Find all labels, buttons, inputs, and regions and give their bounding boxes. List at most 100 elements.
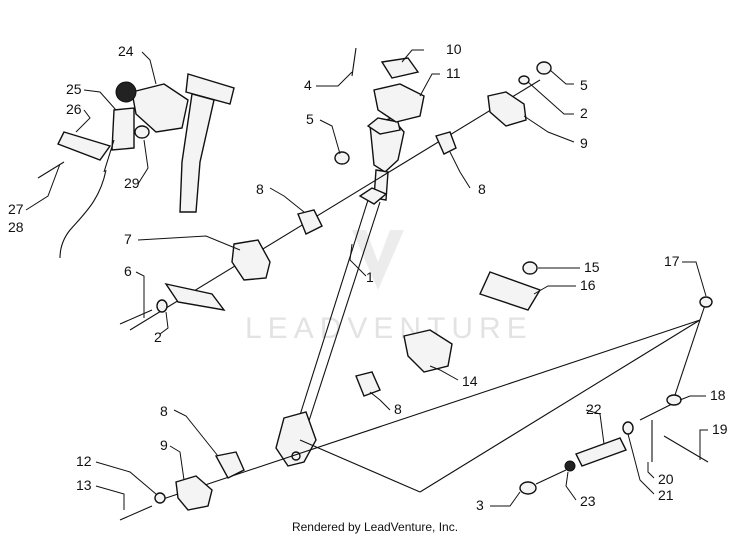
nut-5-right — [536, 61, 552, 75]
leader-lines — [25, 49, 708, 510]
nut-17 — [699, 296, 713, 308]
leader-1 — [349, 243, 367, 277]
rod-end-18 — [666, 394, 682, 406]
leader-22 — [585, 409, 605, 445]
leader-27 — [25, 163, 61, 211]
tie-line-b — [419, 319, 701, 493]
callout-8-lower: 8 — [160, 403, 168, 419]
callout-labels: 10 4 11 5 5 2 9 8 8 7 6 2 1 15 16 14 8 1… — [8, 41, 728, 513]
leader-11 — [419, 73, 440, 97]
leader-4 — [316, 71, 353, 87]
callout-26: 26 — [66, 101, 82, 117]
tube-22 — [575, 437, 627, 467]
leader-8-middle — [369, 391, 391, 411]
leader-7 — [137, 235, 241, 251]
leader-29 — [137, 139, 149, 185]
bracket-top — [185, 73, 235, 105]
callout-4: 4 — [304, 77, 312, 93]
upper-left-assembly — [37, 73, 235, 259]
callout-28: 28 — [8, 219, 24, 235]
callout-24: 24 — [118, 43, 134, 59]
footer-credit: Rendered by LeadVenture, Inc. — [291, 520, 459, 534]
callout-8-middle: 8 — [394, 401, 402, 417]
washer-29 — [134, 125, 150, 139]
leader-12 — [95, 461, 157, 495]
leader-14 — [429, 365, 459, 381]
callout-13: 13 — [76, 477, 92, 493]
leader-13 — [95, 485, 125, 510]
callout-20: 20 — [658, 471, 674, 487]
leader-20 — [647, 462, 655, 479]
bolt-13 — [119, 505, 153, 521]
callout-2-upper: 2 — [580, 105, 588, 121]
shaft-edge-right — [305, 201, 381, 431]
callout-19: 19 — [712, 421, 728, 437]
clamp-14 — [403, 329, 453, 373]
leader-2-lower — [159, 311, 169, 335]
leader-9-lower — [169, 445, 185, 481]
callout-5-left: 5 — [306, 111, 314, 127]
leader-9-upper — [523, 115, 575, 143]
block-11 — [373, 83, 425, 123]
callout-8-upper-right: 8 — [478, 181, 486, 197]
leader-16 — [533, 285, 576, 295]
clamp-26 — [57, 131, 112, 161]
nut-15 — [522, 261, 538, 275]
watermark-logo — [352, 230, 404, 290]
clamp-9-upper — [487, 91, 527, 127]
tie-rod-parts — [519, 394, 709, 495]
nut-23 — [564, 460, 576, 472]
leadventure-watermark: LEADVENTURE — [245, 230, 527, 345]
lower-arm — [275, 411, 317, 467]
steering-post — [275, 117, 405, 467]
leader-26 — [75, 109, 91, 133]
callout-6: 6 — [124, 263, 132, 279]
middle-parts — [355, 261, 713, 397]
leader-5-right — [549, 69, 574, 85]
shaft-flange — [358, 187, 388, 205]
leader-8-upper-right — [449, 151, 471, 189]
leader-3 — [490, 491, 521, 507]
leader-25 — [83, 89, 117, 111]
plate-6-bracket — [164, 282, 226, 311]
rod-end-3 — [519, 481, 537, 495]
washer-2-upper — [518, 75, 530, 85]
callout-11: 11 — [446, 65, 461, 81]
pin-19 — [663, 435, 709, 463]
upper-axis-line — [129, 79, 541, 331]
callout-9-lower: 9 — [160, 437, 168, 453]
steering-column-stub — [179, 93, 215, 213]
nut-5-left — [334, 151, 350, 165]
callout-29: 29 — [124, 175, 140, 191]
tie-line-c — [674, 304, 706, 396]
callout-10: 10 — [446, 41, 462, 57]
leader-5-left — [319, 119, 341, 155]
throttle-cable — [59, 169, 107, 259]
leader-23 — [565, 471, 577, 501]
callout-1: 1 — [366, 269, 374, 285]
block-7 — [231, 239, 271, 281]
leader-2-upper — [527, 81, 574, 115]
clamp-9-lower — [175, 475, 213, 511]
bolt-4 — [351, 47, 357, 77]
cable-fitting — [103, 139, 115, 173]
callout-18: 18 — [710, 387, 726, 403]
upper-parts — [119, 47, 552, 325]
callout-9-upper: 9 — [580, 135, 588, 151]
callout-16: 16 — [580, 277, 596, 293]
callout-15: 15 — [584, 259, 600, 275]
callout-2-lower: 2 — [154, 329, 162, 345]
callout-7: 7 — [124, 231, 132, 247]
callout-17: 17 — [664, 253, 680, 269]
rod-end-18-shank — [639, 403, 673, 421]
lower-left-parts — [119, 451, 245, 521]
shaft-edge-left — [299, 199, 369, 416]
callout-8-upper-left: 8 — [256, 181, 264, 197]
leader-8-lower — [173, 409, 219, 457]
callout-5-right: 5 — [580, 77, 588, 93]
bushing-8-upper-right — [435, 131, 457, 155]
plate-16 — [479, 271, 542, 311]
bushing-8-lower — [214, 451, 245, 479]
housing-25 — [111, 107, 135, 151]
